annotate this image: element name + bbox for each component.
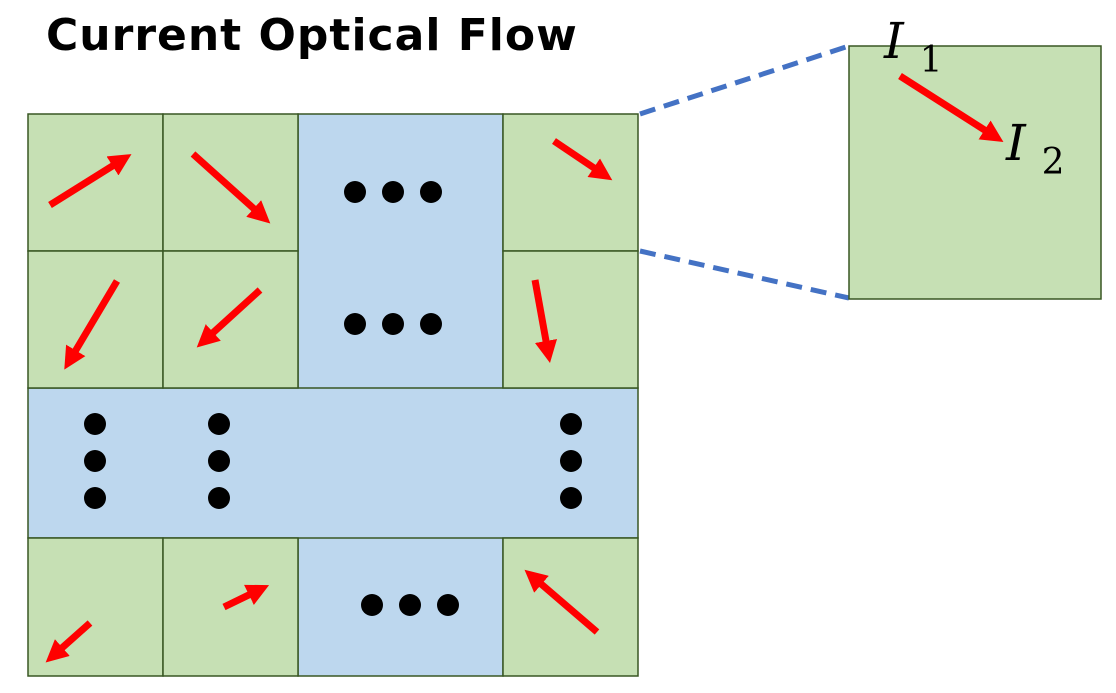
zoomed-flow-arrow	[898, 73, 1004, 143]
end-point-label-subscript: 2	[1042, 142, 1065, 183]
flow-arrow	[48, 154, 132, 208]
flow-arrow	[64, 279, 121, 370]
zoom-connector-top	[639, 43, 850, 117]
cell	[162, 113, 299, 252]
zoomed-cell	[848, 45, 1102, 300]
cell	[27, 537, 164, 677]
zoom-connector-bottom	[639, 248, 850, 301]
flow-arrow	[524, 569, 600, 635]
flow-arrow	[45, 620, 93, 663]
horizontal-ellipsis-icon	[344, 313, 442, 335]
start-point-label: I 1	[883, 12, 943, 81]
horizontal-ellipsis-icon	[344, 181, 442, 203]
end-point-label-main: I	[1005, 114, 1027, 172]
horizontal-ellipsis-icon	[361, 594, 459, 616]
cell-grid	[27, 113, 639, 677]
flow-arrow	[190, 151, 271, 224]
diagram-title: Current Optical Flow	[46, 10, 578, 61]
cell	[502, 113, 639, 252]
flow-arrow	[552, 138, 613, 181]
vertical-ellipsis-icon	[84, 413, 106, 509]
cell	[502, 250, 639, 389]
end-point-label: I 2	[1005, 114, 1065, 183]
start-point-label-subscript: 1	[920, 40, 943, 81]
flow-arrow	[222, 584, 270, 611]
flow-arrow	[531, 279, 558, 364]
flow-arrow	[196, 287, 263, 348]
start-point-label-main: I	[883, 12, 905, 70]
cell	[27, 113, 164, 252]
vertical-ellipsis-icon	[208, 413, 230, 509]
vertical-ellipsis-icon	[560, 413, 582, 509]
